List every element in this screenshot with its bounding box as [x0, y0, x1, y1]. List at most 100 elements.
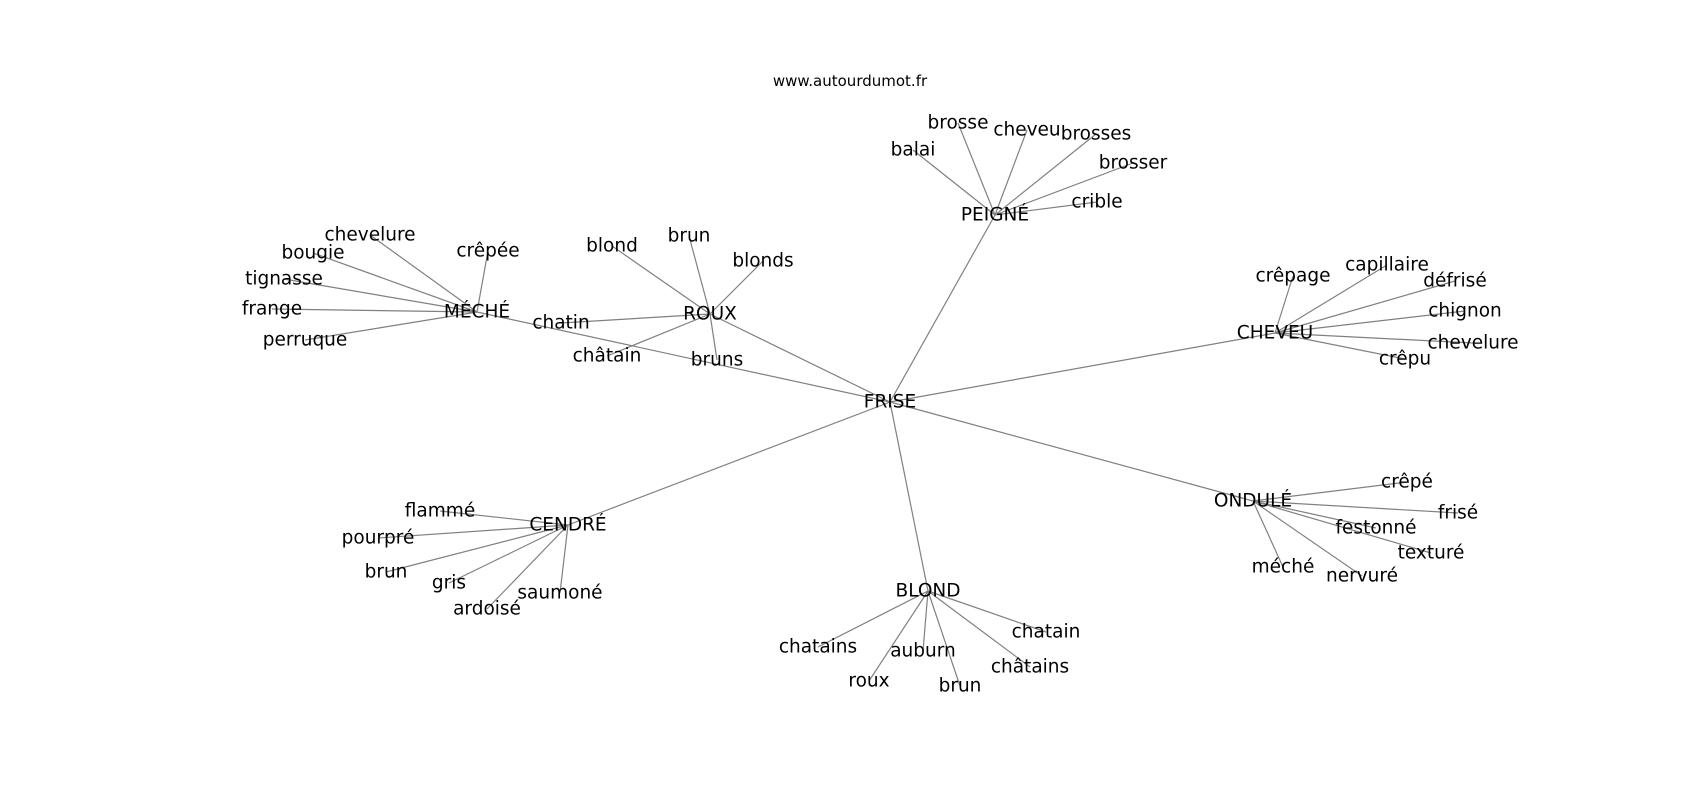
hub-node[interactable]: MÉCHÉ — [444, 301, 510, 323]
edge-hub-to-leaf — [1252, 500, 1432, 554]
leaf-node[interactable]: ardoisé — [453, 599, 521, 620]
edge-hub-to-leaf — [994, 201, 1098, 216]
edge-hub-to-leaf — [439, 510, 569, 526]
edge-hub-to-leaf — [927, 590, 1047, 633]
edge-hub-to-leaf — [994, 129, 1028, 216]
edge-center-to-hub — [476, 311, 891, 403]
leaf-node[interactable]: flammé — [405, 501, 475, 522]
edge-hub-to-leaf — [377, 524, 569, 539]
edge-hub-to-leaf — [559, 524, 569, 594]
hub-node[interactable]: BLOND — [896, 581, 961, 602]
leaf-node[interactable]: cheveu — [993, 120, 1060, 141]
edge-hub-to-leaf — [709, 313, 718, 361]
edge-hub-to-leaf — [283, 278, 478, 313]
edge-hub-to-leaf — [912, 149, 996, 216]
edge-center-to-hub — [889, 332, 1276, 403]
site-url: www.autourdumot.fr — [772, 72, 928, 90]
leaf-node[interactable]: méché — [1252, 557, 1315, 578]
edge-hub-to-leaf — [1274, 310, 1466, 334]
leaf-node[interactable]: châtain — [573, 346, 642, 367]
leaf-node[interactable]: chatin — [532, 313, 589, 334]
leaf-node[interactable]: chignon — [1428, 301, 1502, 322]
leaf-node[interactable]: frisé — [1438, 503, 1478, 524]
edge-hub-to-leaf — [1252, 481, 1408, 502]
leaf-node[interactable]: blond — [586, 236, 638, 257]
leaf-node[interactable]: capillaire — [1345, 255, 1429, 276]
edge-hub-to-leaf — [994, 133, 1097, 216]
edge-hub-to-leaf — [927, 590, 1031, 668]
leaf-node[interactable]: gris — [432, 573, 466, 594]
leaf-node[interactable]: chevelure — [324, 225, 415, 246]
leaf-node[interactable]: auburn — [890, 641, 956, 662]
edge-center-to-hub — [709, 313, 891, 403]
leaf-node[interactable]: tignasse — [245, 269, 323, 290]
edge-hub-to-leaf — [957, 122, 996, 216]
edge-hub-to-leaf — [1274, 280, 1456, 334]
edge-hub-to-leaf — [1274, 264, 1388, 334]
leaf-node[interactable]: bruns — [691, 350, 743, 371]
graph-edges — [271, 122, 1474, 687]
hub-node[interactable]: CHEVEU — [1237, 323, 1313, 344]
edge-hub-to-leaf — [312, 252, 478, 313]
leaf-node[interactable]: chatain — [1012, 622, 1081, 643]
edge-hub-to-leaf — [560, 313, 711, 324]
edge-hub-to-leaf — [486, 524, 569, 610]
hub-node[interactable]: PEIGNÉ — [961, 204, 1029, 226]
leaf-node[interactable]: nervuré — [1326, 566, 1398, 587]
edge-hub-to-leaf — [868, 590, 929, 682]
edge-hub-to-leaf — [385, 524, 569, 573]
edge-hub-to-leaf — [1252, 500, 1284, 568]
leaf-node[interactable]: chatains — [779, 637, 857, 658]
edge-hub-to-leaf — [1274, 332, 1406, 360]
leaf-node[interactable]: festonné — [1336, 518, 1417, 539]
leaf-node[interactable]: châtains — [991, 657, 1069, 678]
leaf-node[interactable]: blonds — [732, 251, 793, 272]
leaf-node[interactable]: brosses — [1061, 124, 1132, 145]
hub-node[interactable]: ROUX — [683, 304, 737, 325]
leaf-node[interactable]: pourpré — [342, 528, 415, 549]
leaf-node[interactable]: saumoné — [517, 583, 602, 604]
leaf-node[interactable]: brosse — [928, 113, 989, 134]
edge-hub-to-leaf — [448, 524, 569, 584]
leaf-node[interactable]: crible — [1071, 192, 1122, 213]
edge-hub-to-leaf — [1252, 500, 1363, 577]
edge-hub-to-leaf — [1252, 500, 1459, 514]
leaf-node[interactable]: crêpé — [1381, 472, 1433, 493]
hub-node[interactable]: CENDRÉ — [529, 514, 606, 536]
edge-hub-to-leaf — [476, 250, 489, 313]
edge-hub-to-leaf — [606, 313, 711, 357]
center-node[interactable]: FRISE — [864, 392, 916, 413]
leaf-node[interactable]: crêpage — [1256, 266, 1331, 287]
leaf-node[interactable]: crêpée — [456, 241, 519, 262]
leaf-node[interactable]: perruque — [263, 330, 348, 351]
leaf-node[interactable]: roux — [848, 671, 889, 692]
edge-hub-to-leaf — [1252, 500, 1377, 529]
edge-hub-to-leaf — [1274, 275, 1294, 334]
edge-center-to-hub — [889, 214, 996, 403]
leaf-node[interactable]: texturé — [1398, 543, 1465, 564]
leaf-node[interactable]: brun — [365, 562, 408, 583]
edge-hub-to-leaf — [927, 590, 961, 687]
edge-hub-to-leaf — [1274, 332, 1474, 344]
edge-hub-to-leaf — [709, 260, 764, 315]
hub-node[interactable]: ONDULÉ — [1214, 490, 1292, 512]
leaf-node[interactable]: chevelure — [1427, 333, 1518, 354]
leaf-node[interactable]: brosser — [1099, 153, 1168, 174]
leaf-node[interactable]: brun — [668, 226, 711, 247]
edge-center-to-hub — [889, 401, 1254, 502]
leaf-node[interactable]: frange — [242, 299, 302, 320]
edge-center-to-hub — [567, 401, 891, 526]
edge-center-to-hub — [889, 401, 929, 592]
leaf-node[interactable]: brun — [939, 676, 982, 697]
leaf-node[interactable]: crêpu — [1379, 349, 1431, 370]
leaf-node[interactable]: défrisé — [1423, 271, 1486, 292]
edge-hub-to-leaf — [611, 245, 711, 315]
leaf-node[interactable]: balai — [891, 140, 936, 161]
leaf-node[interactable]: bougie — [281, 243, 344, 264]
edge-hub-to-leaf — [688, 235, 711, 315]
edge-hub-to-leaf — [304, 311, 478, 341]
edge-hub-to-leaf — [922, 590, 929, 652]
